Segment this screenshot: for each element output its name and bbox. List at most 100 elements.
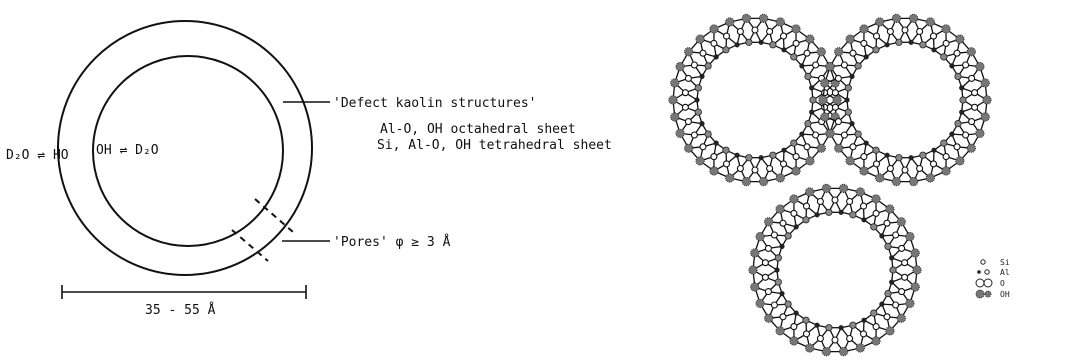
al-legend-symbol	[985, 270, 989, 274]
oh-atom	[676, 62, 684, 70]
al-atom	[960, 86, 964, 90]
o-atom	[724, 33, 730, 39]
oh-atom	[967, 48, 975, 56]
oh-atom	[685, 144, 693, 152]
al-atom	[845, 98, 849, 102]
al-atom	[759, 40, 763, 44]
o-atom	[917, 29, 923, 35]
si-atom	[770, 152, 776, 158]
oh-atom	[759, 14, 767, 22]
o-atom	[861, 154, 867, 160]
oh-atom	[909, 14, 917, 22]
oh-atom	[671, 113, 679, 121]
pore-dash-upper	[255, 199, 293, 232]
o-atom	[847, 199, 853, 205]
oh-atom	[756, 299, 764, 307]
si-atom	[955, 120, 961, 126]
oh-atom	[710, 167, 718, 175]
o-atom	[700, 144, 706, 150]
oh-atom	[726, 174, 734, 182]
o-atom	[841, 62, 847, 68]
oh-atom	[833, 96, 841, 104]
o-atom	[804, 331, 810, 337]
o-atom	[765, 245, 771, 251]
o-atom	[691, 132, 697, 138]
o-atom	[780, 220, 786, 226]
si-atom	[826, 209, 832, 215]
si-atom	[873, 147, 879, 153]
atom-legend: Si Al O OH	[976, 258, 1010, 299]
atomic-ring-models	[669, 14, 991, 356]
o-atom	[884, 314, 890, 320]
o-atom	[700, 50, 706, 56]
o-atom	[771, 232, 777, 238]
si-atom	[775, 279, 781, 285]
al-atom	[794, 225, 798, 229]
oh-atom	[976, 62, 984, 70]
si-atom	[896, 39, 902, 45]
oh-atom	[886, 205, 894, 213]
o-atom	[931, 33, 937, 39]
o-atom	[861, 331, 867, 337]
o-atom	[711, 40, 717, 46]
o-legend-symbol-a	[976, 279, 984, 287]
o-atom	[861, 203, 867, 209]
al-atom	[885, 153, 889, 157]
oh-atom	[821, 113, 829, 121]
o-atom	[762, 274, 768, 280]
o-atom	[804, 50, 810, 56]
legend-al-row: Al	[977, 268, 1010, 277]
al-atom	[862, 318, 866, 322]
oh-atom	[856, 344, 864, 352]
oh-atom	[826, 62, 834, 70]
o-atom	[752, 167, 758, 173]
al-atom	[960, 110, 964, 114]
al-atom	[810, 86, 814, 90]
al-atom	[782, 148, 786, 152]
o-atom	[804, 144, 810, 150]
si-atom	[695, 85, 701, 91]
al-atom	[932, 148, 936, 152]
o-atom	[902, 274, 908, 280]
oh-atom	[806, 188, 814, 196]
oh-atom	[839, 347, 847, 355]
oh-atom	[806, 35, 814, 43]
oh-atom	[751, 249, 759, 257]
oh-atom	[897, 218, 905, 226]
o-atom	[685, 119, 691, 125]
oh-atom	[886, 327, 894, 335]
o-atom	[931, 161, 937, 167]
si-atom	[920, 42, 926, 48]
al-atom	[714, 55, 718, 59]
o-atom	[685, 75, 691, 81]
si-atom	[941, 54, 947, 60]
si-atom	[805, 120, 811, 126]
oh-atom	[981, 113, 989, 121]
oh-atom	[817, 48, 825, 56]
oh-atom	[742, 177, 750, 185]
defect-structures-label: 'Defect kaolin structures'	[333, 96, 537, 111]
oh-atom	[872, 337, 880, 345]
al-atom	[780, 244, 784, 248]
o-atom	[752, 27, 758, 33]
o-atom	[899, 245, 905, 251]
oh-atom	[759, 177, 767, 185]
o-atom	[767, 29, 773, 35]
si-atom	[941, 140, 947, 146]
al-atom	[890, 280, 894, 284]
si-atom	[920, 152, 926, 158]
si-atom	[850, 212, 856, 218]
o-atom	[691, 62, 697, 68]
diameter-label: 35 - 55 Å	[145, 302, 216, 318]
al-atom	[839, 326, 843, 330]
o-atom	[832, 90, 838, 96]
al-atom	[700, 121, 704, 125]
al-atom	[909, 156, 913, 160]
o-atom	[899, 289, 905, 295]
oh-atom	[860, 167, 868, 175]
legend-al-label: Al	[1000, 268, 1010, 277]
oh-atom	[819, 96, 827, 104]
al-atom	[950, 64, 954, 68]
o-atom	[969, 119, 975, 125]
o-atom	[682, 90, 688, 96]
